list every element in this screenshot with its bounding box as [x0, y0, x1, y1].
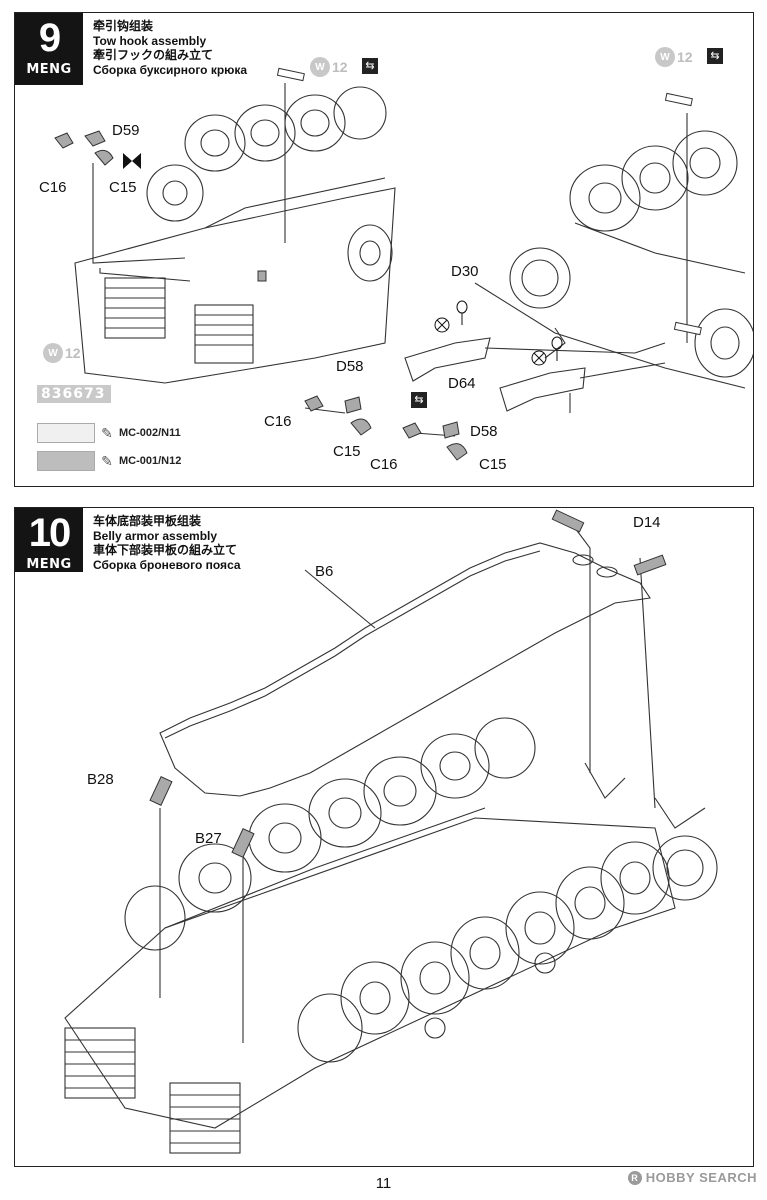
paint-swatch	[37, 423, 95, 443]
title-chinese: 车体底部装甲板组装	[93, 514, 202, 528]
step-9-panel: 9 MENG 牵引钩组装 Tow hook assembly 牽引フックの組み立…	[14, 12, 754, 487]
part-label-c15: C15	[333, 443, 361, 460]
flip-icon: ⇆	[411, 392, 427, 408]
part-label-c15: C15	[109, 179, 137, 196]
part-label-b27: B27	[195, 830, 222, 847]
flip-icon: ⇆	[707, 48, 723, 64]
brush-icon: ✎	[101, 425, 113, 441]
weathering-badge: W 12	[655, 47, 693, 67]
watermark-text: HOBBY SEARCH	[645, 1170, 757, 1185]
part-label-d14: D14	[633, 514, 661, 531]
part-label-c15: C15	[479, 456, 507, 473]
step-10-panel: 10 MENG 车体底部装甲板组装 Belly armor assembly 車…	[14, 507, 754, 1167]
tow-hook-diagram	[54, 67, 753, 461]
step-title-block: 牵引钩组装 Tow hook assembly 牽引フックの組み立て Сборк…	[93, 19, 247, 77]
part-label-b6: B6	[315, 563, 334, 580]
paint-code: MC-002/N11	[119, 427, 181, 439]
color-code-strip: 836673	[37, 385, 111, 403]
part-label-d58: D58	[336, 358, 364, 375]
brush-icon: ✎	[101, 453, 113, 469]
part-label-b28: B28	[87, 771, 114, 788]
title-russian: Сборка буксирного крюка	[93, 62, 248, 77]
belly-armor-diagram	[64, 509, 718, 1154]
title-english: Belly armor assembly	[93, 528, 218, 543]
title-english: Tow hook assembly	[93, 33, 207, 48]
part-label-c16: C16	[370, 456, 398, 473]
registered-icon: R	[627, 1170, 642, 1185]
step-title-block: 车体底部装甲板组装 Belly armor assembly 車体下部装甲板の組…	[93, 514, 241, 572]
paint-code: MC-001/N12	[119, 455, 182, 467]
step-number: 10	[28, 511, 72, 555]
paint-swatch-row: ✎ MC-001/N12	[37, 451, 181, 471]
weathering-badge: W 12	[43, 343, 81, 363]
part-label-d64: D64	[448, 375, 476, 392]
brand-logo: MENG	[26, 557, 72, 572]
part-label-d59: D59	[112, 122, 140, 139]
brand-logo: MENG	[26, 62, 72, 77]
part-label-c16: C16	[264, 413, 292, 430]
part-label-d30: D30	[451, 263, 479, 280]
title-japanese: 牽引フックの組み立て	[93, 48, 214, 62]
part-label-c16: C16	[39, 179, 67, 196]
flip-icon: ⇆	[362, 58, 378, 74]
paint-swatch-row: ✎ MC-002/N11	[37, 423, 181, 443]
watermark: R HOBBY SEARCH	[627, 1170, 757, 1185]
step-number: 9	[38, 16, 61, 60]
weathering-badge: W 12	[310, 57, 348, 77]
part-label-d58: D58	[470, 423, 498, 440]
paint-swatch	[37, 451, 95, 471]
page-number: 11	[375, 1175, 392, 1192]
title-chinese: 牵引钩组装	[93, 19, 154, 33]
step-number-badge: 9 MENG	[15, 13, 83, 85]
title-russian: Сборка броневого пояса	[93, 557, 241, 572]
step-number-badge: 10 MENG	[15, 508, 83, 572]
title-japanese: 車体下部装甲板の組み立て	[93, 543, 238, 557]
